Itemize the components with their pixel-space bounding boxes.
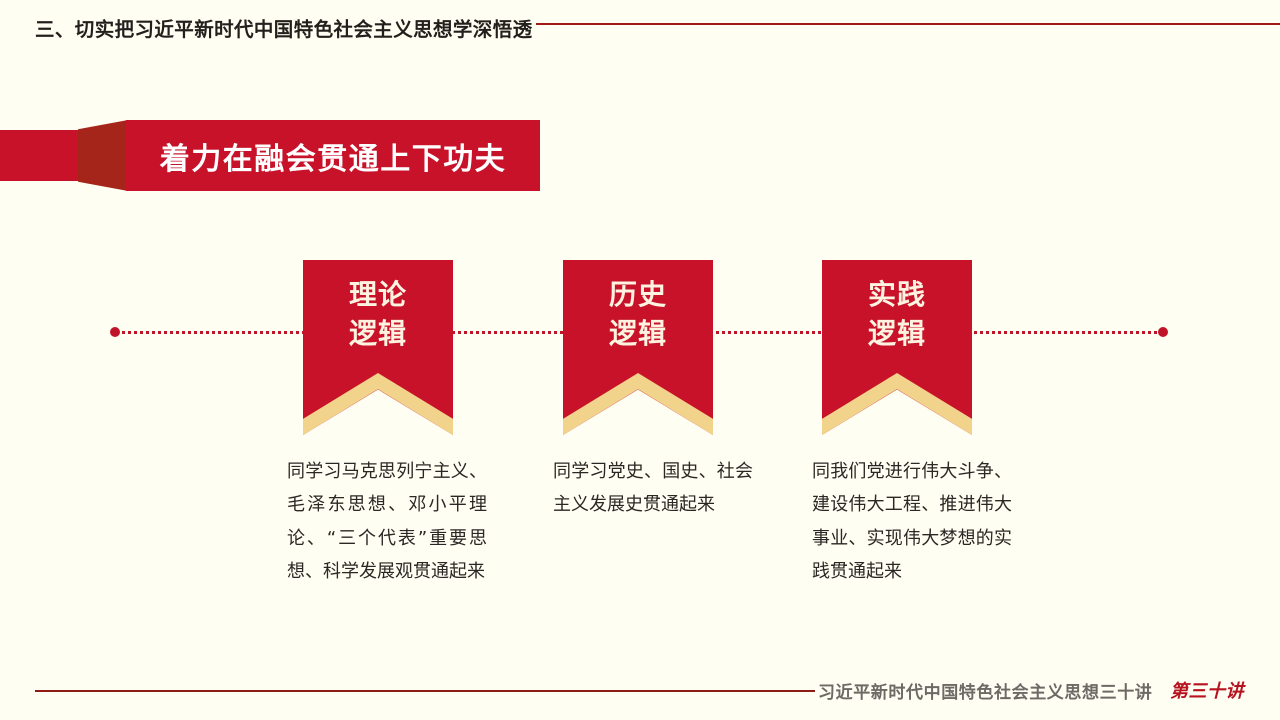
footer-divider-rule — [35, 690, 815, 692]
pennant-label-line2: 逻辑 — [608, 316, 667, 350]
connector-endpoint-dot-right — [1158, 327, 1168, 337]
slide-footer: 习近平新时代中国特色社会主义思想三十讲 第三十讲 — [0, 672, 1280, 720]
pennant-banner-history[interactable]: 历史 逻辑 — [563, 260, 713, 435]
page-title: 三、切实把习近平新时代中国特色社会主义思想学深悟透 — [35, 18, 533, 41]
pennant-label-line2: 逻辑 — [867, 316, 926, 350]
pennant-label-line1: 理论 — [348, 278, 407, 311]
ribbon-title-text: 着力在融会贯通上下功夫 — [159, 141, 507, 177]
ribbon-body-shape — [126, 120, 540, 191]
description-text-practice: 同我们党进行伟大斗争、建设伟大工程、推进伟大事业、实现伟大梦想的实践贯通起来 — [812, 461, 1012, 582]
pennant-label: 实践 逻辑 — [822, 276, 972, 353]
pennant-label-line1: 历史 — [608, 278, 667, 311]
connector-endpoint-dot-left — [110, 327, 120, 337]
pennant-banner-theory[interactable]: 理论 逻辑 — [303, 260, 453, 435]
pennant-label-line1: 实践 — [867, 278, 926, 311]
pennant-label: 理论 逻辑 — [303, 276, 453, 353]
header-divider-rule — [536, 23, 1280, 25]
description-text-theory: 同学习马克思列宁主义、毛泽东思想、邓小平理论、“三个代表”重要思想、科学发展观贯… — [287, 461, 487, 582]
slide-header: 三、切实把习近平新时代中国特色社会主义思想学深悟透 — [0, 0, 1280, 50]
footer-series-title: 习近平新时代中国特色社会主义思想三十讲 — [818, 683, 1153, 703]
pennant-label: 历史 逻辑 — [563, 276, 713, 353]
ribbon-tail-shape — [0, 130, 80, 181]
pennant-banner-practice[interactable]: 实践 逻辑 — [822, 260, 972, 435]
description-text-history: 同学习党史、国史、社会主义发展史贯通起来 — [553, 461, 753, 516]
ribbon-notch-shape — [78, 120, 128, 191]
section-title-ribbon: 着力在融会贯通上下功夫 — [0, 120, 540, 191]
pennant-label-line2: 逻辑 — [348, 316, 407, 350]
footer-lecture-number: 第三十讲 — [1170, 681, 1244, 702]
